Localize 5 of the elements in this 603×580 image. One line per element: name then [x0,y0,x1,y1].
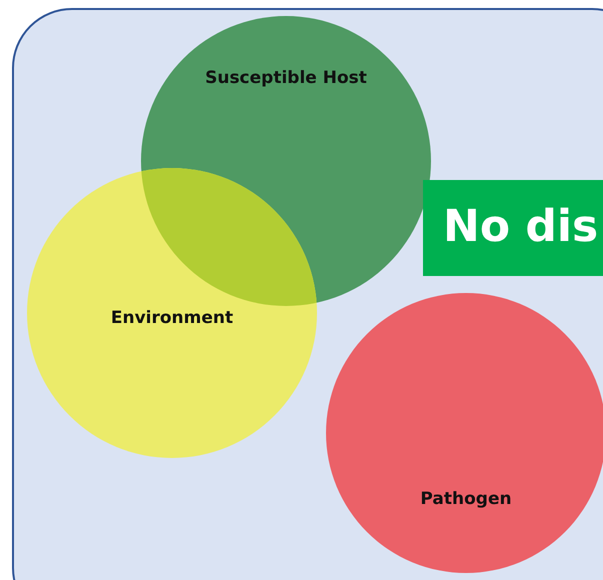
title-banner [423,180,603,276]
circle-label: Environment [110,308,234,328]
banner-text: No dis [443,202,598,252]
circle-label: Susceptible Host [205,68,367,88]
circle-label: Pathogen [420,489,512,509]
